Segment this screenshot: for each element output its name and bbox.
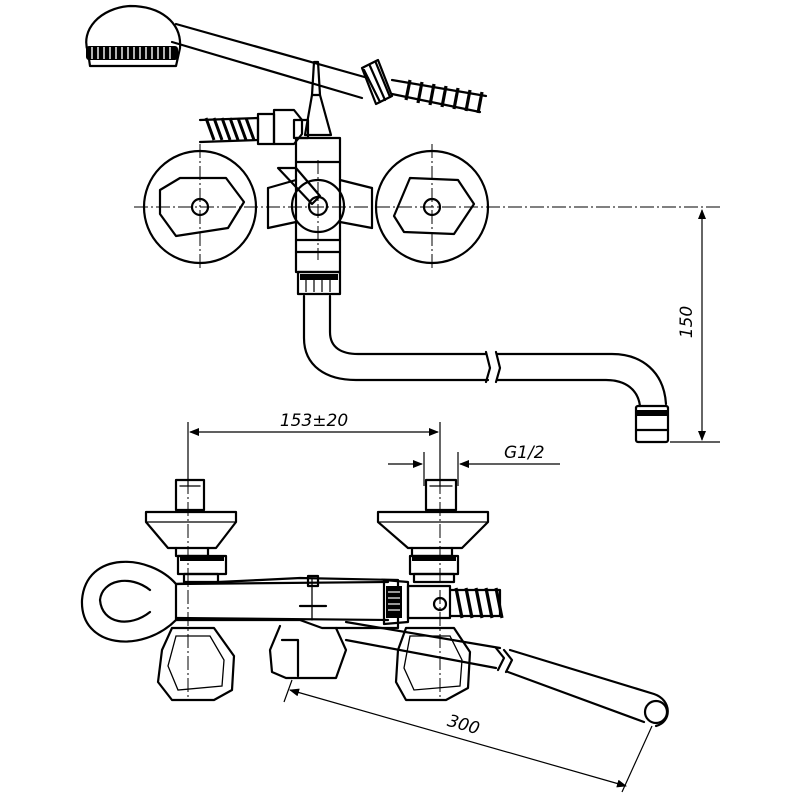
right-valve-top bbox=[376, 478, 490, 584]
body-top-view bbox=[174, 574, 504, 630]
thread-dimension-label: G1/2 bbox=[504, 443, 545, 463]
side-hose-connector bbox=[198, 108, 310, 146]
spout-top bbox=[268, 624, 348, 680]
spacing-dimension: 153±20 bbox=[187, 411, 441, 486]
shower-head-top bbox=[80, 560, 178, 643]
height-dimension: 150 bbox=[670, 209, 720, 443]
left-handle-lower bbox=[156, 626, 236, 702]
right-handle-lower bbox=[394, 626, 472, 702]
hose-length-dimension-label: 300 bbox=[445, 711, 482, 739]
spacing-dimension-label: 153±20 bbox=[280, 411, 348, 431]
shower-hose-spiral bbox=[360, 58, 488, 114]
diverter-lever bbox=[303, 60, 333, 137]
hose-length-dimension: 300 bbox=[283, 679, 653, 793]
mixer-body bbox=[266, 136, 374, 274]
spout bbox=[302, 294, 670, 444]
left-valve-top bbox=[144, 478, 238, 584]
centre-lines-front bbox=[134, 144, 720, 270]
top-view: 153±20 G1/2 bbox=[80, 411, 669, 793]
shower-head bbox=[85, 4, 370, 100]
height-dimension-label: 150 bbox=[677, 306, 697, 338]
spout-nut bbox=[296, 270, 342, 296]
front-view: 150 bbox=[85, 4, 720, 444]
hose-top bbox=[344, 620, 669, 728]
thread-dimension: G1/2 bbox=[388, 443, 560, 486]
